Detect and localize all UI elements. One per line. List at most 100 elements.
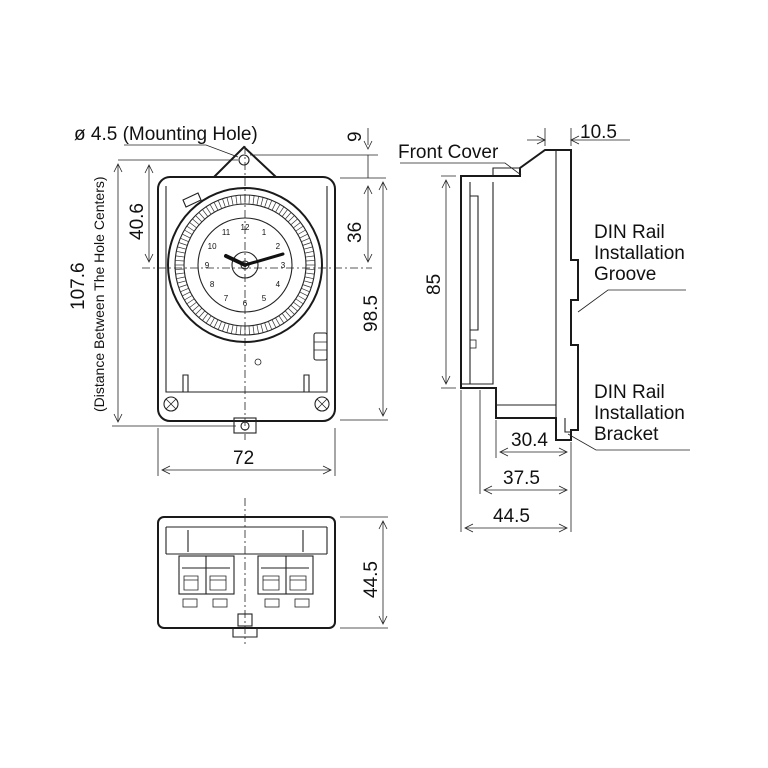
- dial-segment: [202, 209, 209, 217]
- front-cover-label: Front Cover: [398, 142, 499, 163]
- dial-segment: [198, 310, 206, 318]
- dial-segment: [198, 212, 206, 220]
- dial-segment: [213, 319, 219, 328]
- screw-right: [314, 396, 330, 412]
- dial-segment: [281, 209, 288, 217]
- dim-bottom-depth: 44.5: [361, 561, 382, 598]
- dial-segment: [178, 284, 188, 288]
- din-bracket-label-2: Installation: [594, 403, 685, 424]
- dial-segment: [177, 280, 187, 284]
- dial-segment: [305, 255, 315, 258]
- dial-segment: [304, 251, 314, 254]
- dial-segment: [180, 288, 189, 293]
- dial-segment: [182, 291, 191, 297]
- dial-segment: [264, 198, 268, 208]
- dial-segment: [231, 324, 234, 334]
- mounting-hole: [238, 154, 250, 166]
- dial-segment: [256, 324, 259, 334]
- dial-segment: [290, 218, 298, 226]
- dial-number: 9: [205, 261, 210, 270]
- dial-segment: [264, 322, 268, 332]
- dial-segment: [202, 313, 209, 321]
- dial-segment: [231, 196, 234, 206]
- dial-number: 4: [276, 280, 281, 289]
- din-groove-label-3: Groove: [594, 264, 656, 285]
- dial-segment: [205, 315, 212, 324]
- dial-segment: [295, 225, 304, 232]
- side-view: 85 10.5 Front Cover DIN Rail Installatio…: [398, 122, 690, 533]
- dial-segment: [268, 321, 273, 330]
- dial-number: 6: [243, 299, 248, 308]
- dial-segment: [226, 323, 230, 333]
- dial-segment: [186, 298, 195, 305]
- dial-segment: [189, 222, 197, 229]
- dial-segment: [256, 196, 259, 206]
- front-body: [157, 176, 336, 422]
- dial-number: 10: [208, 242, 217, 251]
- dim-depth-30: 30.4: [511, 430, 548, 451]
- selector-switch: [313, 332, 328, 361]
- din-bracket-label-3: Bracket: [594, 424, 659, 445]
- dim-depth-37: 37.5: [503, 468, 540, 489]
- dial-segment: [295, 298, 304, 305]
- dial-segment: [176, 276, 186, 279]
- dial-segment: [217, 200, 222, 209]
- dial-segment: [235, 195, 238, 205]
- dial-segment: [284, 310, 292, 318]
- dial-segment: [175, 255, 185, 258]
- dial-segment: [184, 295, 193, 301]
- dim-hole-to-center: 40.6: [127, 203, 148, 240]
- dial-segment: [217, 321, 222, 330]
- dim-hole-distance: 107.6: [68, 262, 89, 310]
- dial-segment: [287, 307, 295, 315]
- dial-segment: [205, 206, 212, 215]
- dim-side-top-depth: 10.5: [580, 122, 617, 143]
- dial-segment: [271, 202, 277, 211]
- dial-segment: [195, 307, 203, 315]
- dial-segment: [235, 325, 238, 335]
- dial-segment: [299, 291, 308, 297]
- bottom-body: [157, 516, 336, 629]
- dial-segment: [297, 229, 306, 235]
- mounting-hole-label: ø 4.5 (Mounting Hole): [74, 124, 258, 145]
- dim-center-to-top: 36: [345, 222, 366, 243]
- hour-hand: [224, 254, 247, 267]
- dial-segment: [240, 325, 242, 335]
- dial-segment: [299, 233, 308, 239]
- dial-segment: [278, 206, 285, 215]
- bottom-view: 44.5: [157, 498, 388, 644]
- dial-segment: [222, 198, 226, 208]
- dial-segment: [175, 260, 185, 262]
- dial-segment: [303, 246, 313, 250]
- dial-number: 3: [281, 261, 286, 270]
- dial-segment: [178, 242, 188, 246]
- dial-segment: [268, 200, 273, 209]
- dial-segment: [240, 195, 242, 205]
- dial-segment: [302, 284, 312, 288]
- dial-number: 11: [222, 228, 231, 237]
- dial-segment: [281, 313, 288, 321]
- dial-segment: [209, 317, 215, 326]
- dial-segment: [189, 301, 197, 308]
- dial-segment: [180, 237, 189, 242]
- dial-segment: [209, 204, 215, 213]
- dial-segment: [184, 229, 193, 235]
- dim-width: 72: [233, 448, 254, 469]
- dial-number: 2: [276, 242, 281, 251]
- dial-segment: [304, 276, 314, 279]
- dial-segment: [248, 325, 250, 335]
- dial-segment: [275, 204, 281, 213]
- side-body: [460, 149, 579, 441]
- dial-segment: [248, 195, 250, 205]
- terminal-block: [178, 555, 314, 608]
- dial-segment: [302, 242, 312, 246]
- dial-number: 5: [262, 294, 267, 303]
- dial-segment: [275, 317, 281, 326]
- dial-segment: [195, 215, 203, 223]
- dial-segment: [176, 251, 186, 254]
- dial-segment: [177, 246, 187, 250]
- din-bracket-label-1: DIN Rail: [594, 382, 665, 403]
- dial-segment: [192, 218, 200, 226]
